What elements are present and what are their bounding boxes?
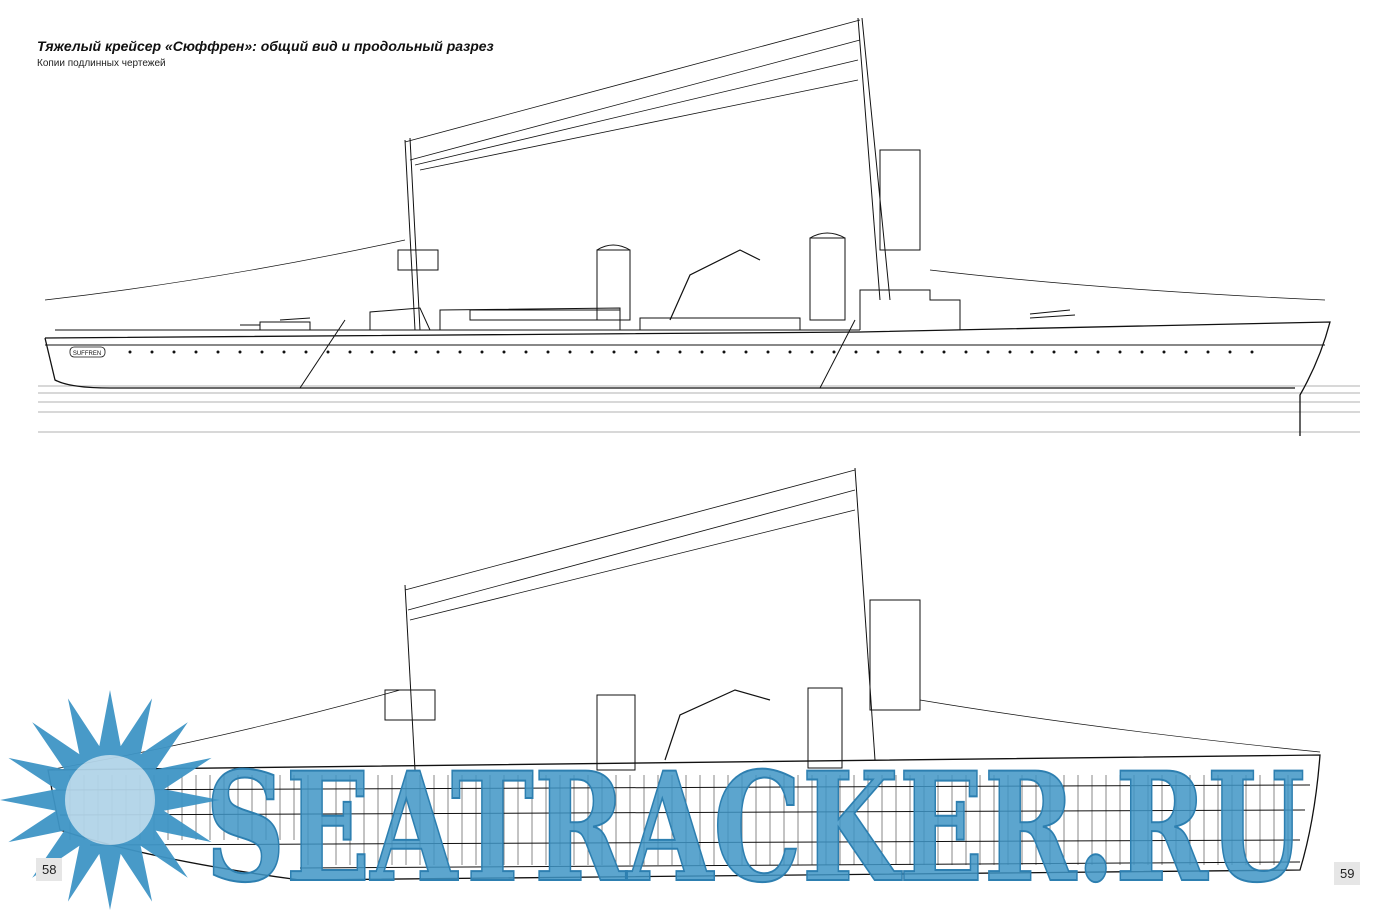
porthole [436,350,440,354]
porthole [1228,350,1232,354]
porthole [656,350,660,354]
porthole [304,350,308,354]
porthole [854,350,858,354]
porthole [788,350,792,354]
porthole [282,350,286,354]
watermark-text: SEATRACKER.RU [205,745,1305,895]
porthole [766,350,770,354]
porthole [678,350,682,354]
porthole [238,350,242,354]
porthole [370,350,374,354]
porthole [942,350,946,354]
porthole [964,350,968,354]
porthole [634,350,638,354]
porthole [700,350,704,354]
porthole [458,350,462,354]
porthole [744,350,748,354]
porthole [392,350,396,354]
porthole [546,350,550,354]
porthole [612,350,616,354]
porthole [260,350,264,354]
porthole [502,350,506,354]
porthole [1250,350,1254,354]
porthole [1162,350,1166,354]
porthole [590,350,594,354]
porthole [1184,350,1188,354]
porthole [172,350,176,354]
porthole [128,350,132,354]
porthole [810,350,814,354]
page-number-right: 59 [1334,862,1361,885]
porthole [150,350,154,354]
porthole [920,350,924,354]
porthole [348,350,352,354]
sunburst-center [65,755,155,845]
porthole [832,350,836,354]
page-number-left: 58 [36,858,63,881]
ship-profile-drawing: SUFFREN [38,17,1360,436]
porthole [1206,350,1210,354]
portholes [128,350,1254,354]
watermark: SEATRACKER.RU [205,745,1306,895]
porthole [876,350,880,354]
porthole [898,350,902,354]
frame-lines [69,775,1289,865]
waterlines [38,385,1360,433]
porthole [1008,350,1012,354]
porthole [326,350,330,354]
porthole [1052,350,1056,354]
watermark-sunburst-icon [0,690,220,910]
porthole [722,350,726,354]
porthole [216,350,220,354]
page-subtitle: Копии подлинных чертежей [37,58,166,69]
porthole [1118,350,1122,354]
porthole [1096,350,1100,354]
ship-section-drawing [47,467,1321,881]
porthole [568,350,572,354]
page-title: Тяжелый крейсер «Сюффрен»: общий вид и п… [37,38,494,54]
porthole [414,350,418,354]
porthole [524,350,528,354]
porthole [1030,350,1034,354]
porthole [1140,350,1144,354]
porthole [986,350,990,354]
porthole [1074,350,1078,354]
hull-name-label: SUFFREN [73,351,101,357]
porthole [480,350,484,354]
porthole [194,350,198,354]
